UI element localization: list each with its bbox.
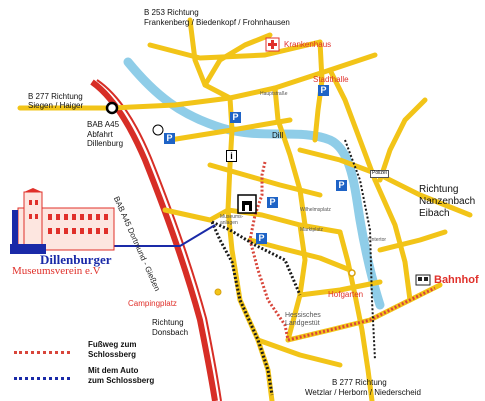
street-label: Marktplatz [300,227,324,233]
museumsanlagen-label: Museums-anlagen [220,214,244,226]
dill-river-label: Dill [272,131,284,140]
b253-road-label: B 253 Richtung [144,8,199,17]
b277-destination-s-label: Wetzlar / Herborn / Niederscheid [305,388,421,397]
hofgarten-label: Hofgarten [328,290,364,299]
bab-a45-label: BAB A45 [87,120,120,129]
b277-destination-nw-label: Siegen / Haiger [28,101,84,110]
bahnhof-label: Bahnhof [434,274,479,286]
legend-car-line [14,377,70,380]
car-route-upper [211,220,302,296]
legend-walk-line1: Fußweg zum [88,340,137,349]
nanzenbach-label: Nanzenbach [419,196,476,207]
b277-road-s-label: B 277 Richtung [332,378,387,387]
richtung-ost-label: Richtung [419,184,459,195]
stadthalle-label: Stadthalle [313,75,349,84]
parking-icon: P [336,180,347,191]
autobahn-a45 [90,79,218,401]
street-label: Wilhelmsplatz [300,207,331,213]
campingplatz-marker [214,288,222,296]
information-icon: i [226,150,237,162]
krankenhaus-label: Krankenhaus [284,40,332,49]
wheelchair-icon [152,124,164,136]
river-dill [123,57,385,310]
walking-route [248,161,290,341]
museumsverein-name: Dillenburger [40,252,112,267]
landgestuet-label: Hessisches Landgestüt [285,312,321,328]
street-label: Hauptstraße [260,91,288,97]
hospital-cross-icon [265,37,280,52]
donsbach-label: Donsbach [152,328,189,337]
abfahrt-label: Abfahrt [87,130,113,139]
parking-icon: P [256,233,267,244]
autobahn-a45-inner [96,79,222,401]
parking-icon: P [164,133,175,144]
dillenburg-exit-label: Dillenburg [87,139,124,148]
legend-walk-line2: Schlossberg [88,350,137,359]
hofgarten-marker [348,269,356,277]
museumsverein-sub: Museumsverein e.V [12,265,101,277]
b253-destination-label: Frankenberg / Biedenkopf / Frohnhausen [144,18,290,27]
b277-road-nw-label: B 277 Richtung [28,92,83,101]
legend-walk-line [14,351,70,354]
parking-icon: P [267,197,278,208]
legend-car-line1: Mit dem Auto [88,366,139,375]
motorway-junction-icon [105,101,119,115]
train-icon [415,274,431,286]
richtung-donsbach-label: Richtung [152,318,184,327]
walking-route-east [287,286,436,342]
legend-car-line2: zum Schlossberg [88,376,155,385]
museum-pointer-line [112,224,216,247]
parking-icon: P [230,112,241,123]
campingplatz-label: Campingplatz [128,299,177,308]
museumsverein-logo [10,188,115,254]
road-network [17,17,473,401]
polizei-label: Polizei [370,170,389,178]
parking-icon: P [318,85,329,96]
car-route-north [344,139,376,361]
castle-tower-icon [237,194,257,214]
eibach-label: Eibach [419,208,450,219]
street-label: Untertor [368,237,387,243]
